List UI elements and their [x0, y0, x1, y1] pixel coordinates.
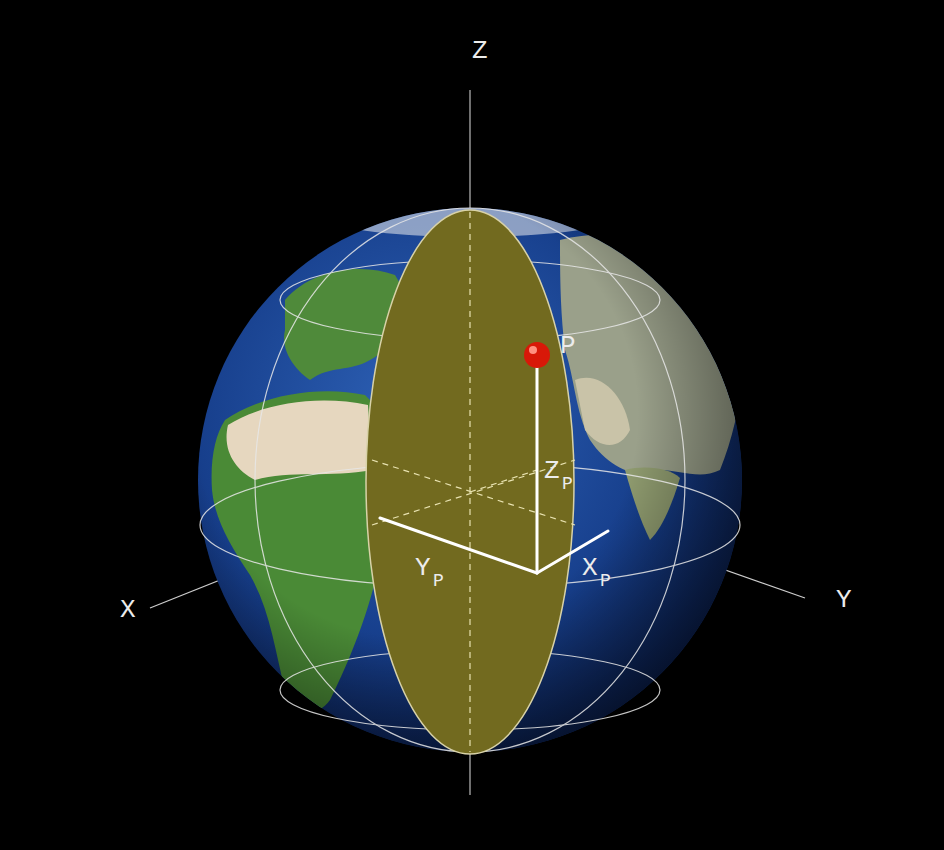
coordinate-label: Z	[544, 458, 560, 484]
coordinate-subscript: P	[562, 475, 573, 493]
axis-label: Z	[472, 38, 488, 64]
coordinate-subscript: P	[433, 572, 444, 590]
coordinate-label: X	[582, 555, 598, 581]
axis-label: X	[120, 597, 136, 623]
axis-label: Y	[836, 587, 852, 613]
coordinate-label: Y	[415, 555, 431, 581]
point-label: P	[560, 333, 576, 359]
coordinate-subscript: P	[600, 572, 611, 590]
